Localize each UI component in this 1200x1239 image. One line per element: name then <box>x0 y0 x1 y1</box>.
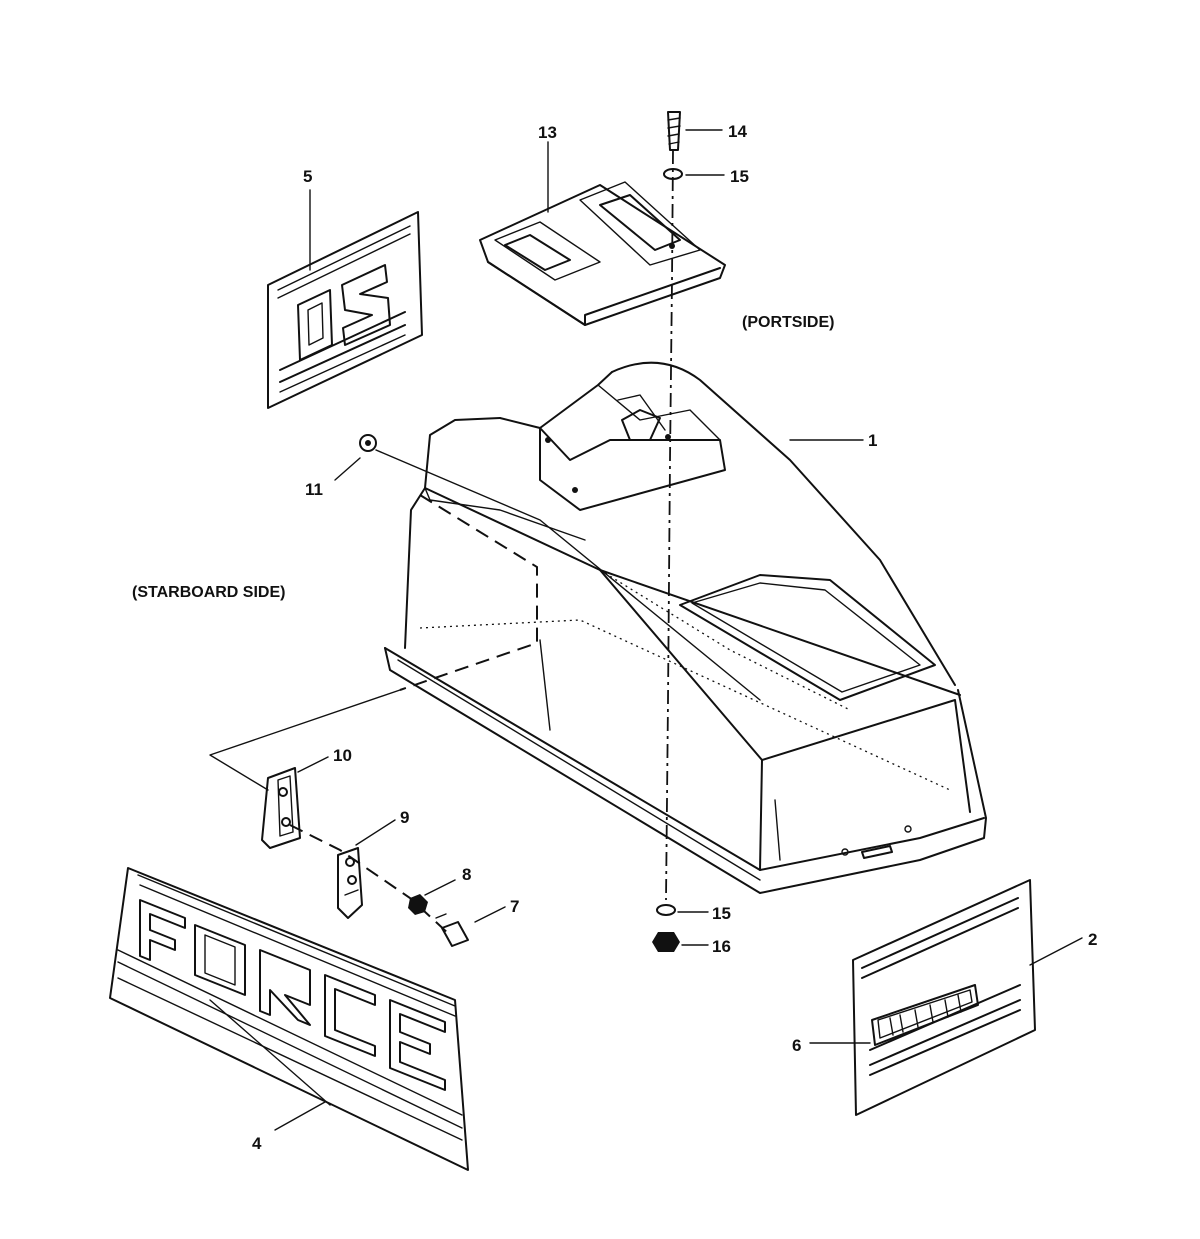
callout-10: 10 <box>333 746 352 765</box>
callout-7: 7 <box>510 897 519 916</box>
part-11-fastener <box>359 434 377 452</box>
leader-lines <box>274 129 1083 1131</box>
callout-5: 5 <box>303 167 312 186</box>
latch-axis <box>289 824 451 936</box>
part-5-decal-20 <box>267 211 423 409</box>
fastener-axis <box>665 149 674 901</box>
callout-6: 6 <box>792 1036 801 1055</box>
part-14-screw <box>667 111 681 151</box>
part-4-large-decal <box>109 867 469 1171</box>
callout-2: 2 <box>1088 930 1097 949</box>
callout-9: 9 <box>400 808 409 827</box>
part-10-hinge-bracket <box>261 767 301 849</box>
part-8-nut <box>408 894 428 915</box>
callout-13: 13 <box>538 123 557 142</box>
callout-14: 14 <box>728 122 747 141</box>
hinge-guide-line <box>209 689 401 791</box>
callout-11: 11 <box>305 480 323 499</box>
label-portside: (PORTSIDE) <box>742 314 834 331</box>
part-9-latch <box>337 847 363 919</box>
part-11-axis <box>375 449 761 701</box>
part-15-washer-bottom <box>656 904 676 916</box>
part-7-bolt <box>435 913 469 947</box>
callout-4: 4 <box>252 1134 262 1153</box>
callout-1: 1 <box>868 431 877 450</box>
callout-15-top: 15 <box>730 167 749 186</box>
label-starboard-side: (STARBOARD SIDE) <box>132 584 285 601</box>
callout-16: 16 <box>712 937 731 956</box>
part-2-decal-panel <box>852 879 1036 1116</box>
part-16-nut <box>652 932 680 952</box>
callout-15-bottom: 15 <box>712 904 731 923</box>
part-13-cover-plate <box>479 181 726 326</box>
hinge-guide-dashed <box>399 494 538 691</box>
part-6-small-emblem <box>871 984 979 1046</box>
part-1-engine-cowl <box>384 361 987 894</box>
callout-8: 8 <box>462 865 471 884</box>
